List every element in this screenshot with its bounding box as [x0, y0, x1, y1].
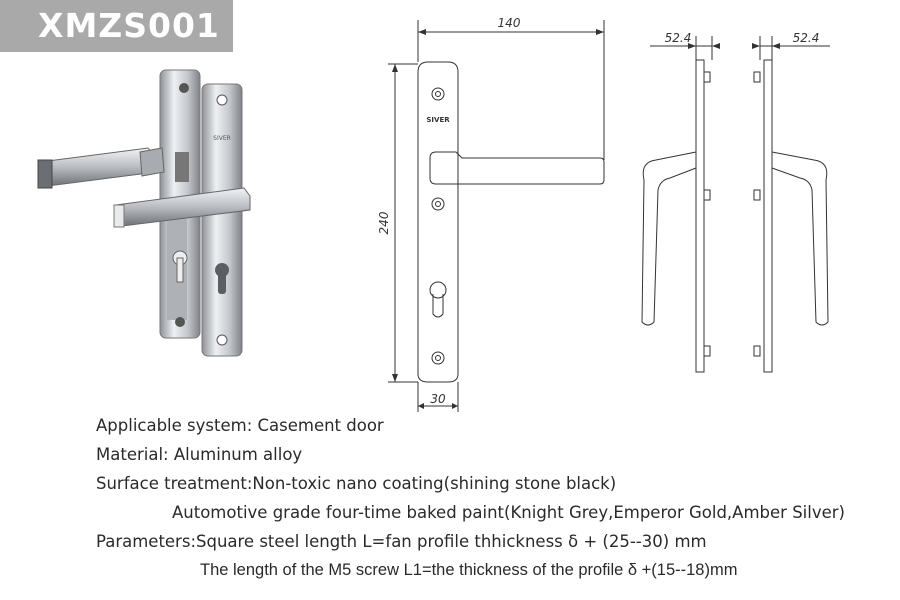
technical-drawing: 140 240 30 SIVER 52.4 52.4: [377, 16, 830, 412]
dimension-side-depth-left: 52.4: [665, 31, 692, 45]
photo-plate-brand: SIVER: [213, 135, 231, 142]
spec-applicable-system: Applicable system: Casement door: [96, 416, 384, 435]
model-number: XMZS001: [38, 6, 220, 45]
drawing-plate-brand: SIVER: [426, 116, 450, 124]
spec-material: Material: Aluminum alloy: [96, 445, 303, 464]
spec-parameters-screw: The length of the M5 screw L1=the thickn…: [200, 561, 738, 579]
dimension-width: 140: [498, 16, 521, 30]
product-photo: SIVER: [37, 69, 251, 357]
spec-surface-treatment: Surface treatment:Non-toxic nano coating…: [96, 474, 617, 493]
dimension-plate-width: 30: [430, 392, 446, 406]
spec-surface-treatment-paint: Automotive grade four-time baked paint(K…: [172, 503, 845, 522]
dimension-side-depth-right: 52.4: [793, 31, 820, 45]
dimension-height: 240: [377, 211, 391, 234]
model-badge: XMZS001: [0, 0, 233, 52]
spec-parameters-square-steel: Parameters:Square steel length L=fan pro…: [96, 532, 707, 551]
